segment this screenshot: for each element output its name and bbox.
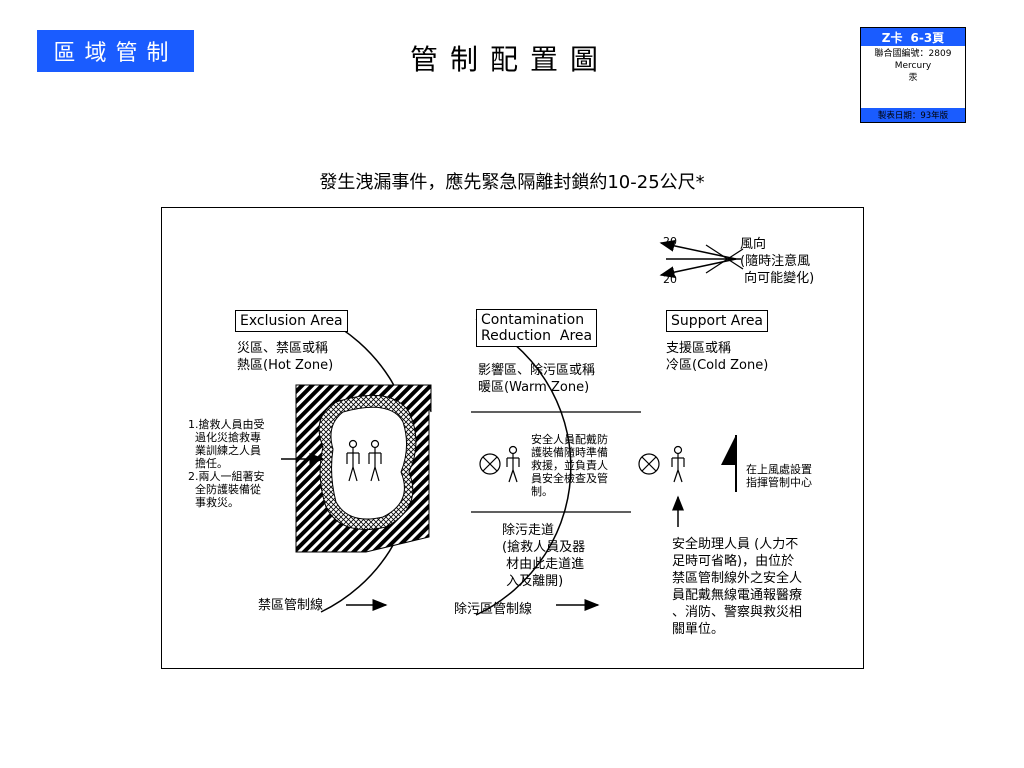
page-title: 管制配置圖 (409, 43, 610, 76)
un-number: 聯合國編號：2809 (874, 49, 952, 59)
hot-zone-line-label: 禁區管制線 (258, 598, 324, 613)
support-area-desc: 支援區或稱 冷區(Cold Zone) (666, 341, 769, 373)
warm-zone-boundary (475, 318, 572, 616)
person-icon (368, 439, 382, 482)
wind-direction-label: 風向 (隨時注意風 向可能變化) (740, 237, 815, 286)
control-point-icon (638, 453, 660, 475)
contamination-area-label: Contamination Reduction Area (476, 309, 598, 347)
contamination-area-desc: 影響區、除污區或稱 暖區(Warm Zone) (478, 363, 596, 395)
decon-zone-line-label: 除污區管制線 (454, 602, 533, 617)
rescue-personnel-note: 1.搶救人員由受 過化災搶救專 業訓練之人員 擔任。 2.兩人一組著安 全防護裝… (188, 418, 265, 509)
chemical-name-zh: 汞 (908, 73, 918, 83)
person-icon (346, 439, 360, 482)
safety-assistant-note: 安全助理人員 (人力不 足時可省略)，由位於 禁區管制線外之安全人 員配戴無線電… (672, 537, 803, 637)
command-post-flag-icon (721, 435, 737, 492)
command-post-note: 在上風處設置 指揮管制中心 (746, 463, 812, 489)
support-area-label: Support Area (666, 310, 769, 332)
decon-corridor-note: 除污走道 (搶救人員及器 材由此走道進 入及離開) (502, 523, 586, 589)
info-card: Z卡 6-3頁 聯合國編號：2809 Mercury 汞 製表日期：93年版 (860, 27, 966, 123)
warm-zone-safety-note: 安全人員配戴防 護裝備隨時準備 救援，並負責人 員安全檢查及管 制。 (531, 433, 608, 498)
chemical-name-en: Mercury (894, 61, 932, 71)
wind-speed-bottom: 20 (663, 273, 677, 286)
card-label: Z卡 (881, 30, 903, 45)
issue-date: 製表日期：93年版 (861, 108, 965, 122)
isolation-subtitle: 發生洩漏事件，應先緊急隔離封鎖約10-25公尺* (319, 172, 705, 193)
card-body: 聯合國編號：2809 Mercury 汞 (861, 46, 965, 84)
section-tag: 區域管制 (37, 30, 194, 72)
person-icon (671, 445, 685, 483)
zone-diagram (281, 239, 744, 616)
exclusion-area-label: Exclusion Area (235, 310, 348, 332)
diagram-frame (161, 207, 864, 669)
wind-direction-icon (659, 239, 744, 279)
person-icon (506, 445, 520, 483)
control-point-icon (479, 453, 501, 475)
card-page-label: 6-3頁 (910, 30, 945, 45)
card-header: Z卡 6-3頁 (861, 28, 965, 46)
exclusion-area-desc: 災區、禁區或稱 熱區(Hot Zone) (237, 341, 334, 373)
wind-speed-top: 20 (663, 235, 677, 248)
